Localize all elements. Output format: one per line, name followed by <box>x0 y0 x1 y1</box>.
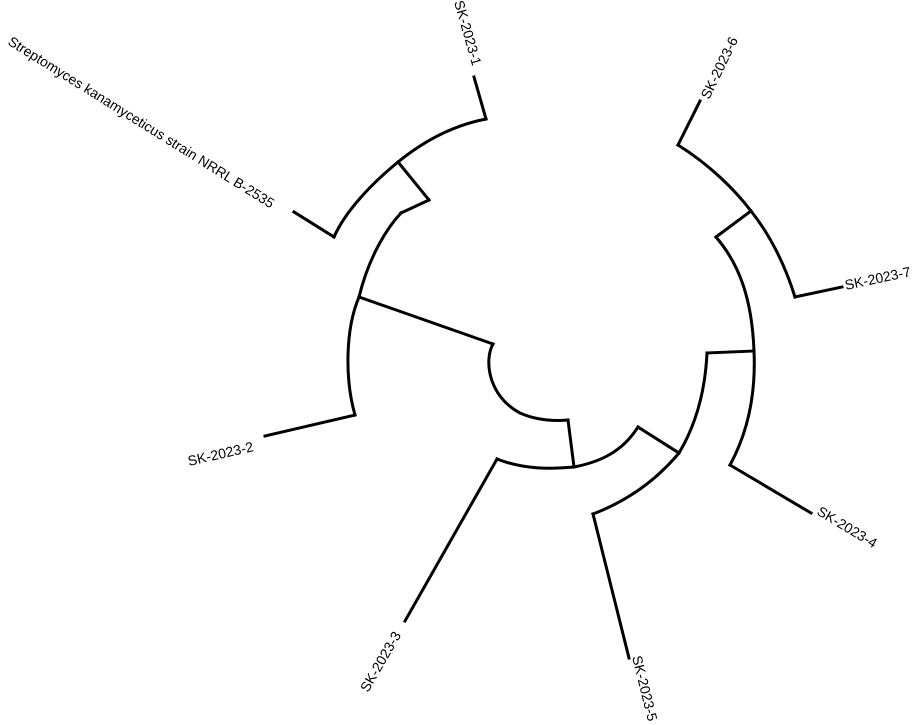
arc-clade-lower-right <box>591 351 709 516</box>
taxon-label-streptomyces: Streptomyces kanamyceticus strain NRRL B… <box>5 33 277 211</box>
tree-terminal-branches <box>263 75 844 660</box>
branch-sk-2023-2 <box>263 413 357 438</box>
taxon-label-sk-2023-7: SK-2023-7 <box>843 263 912 293</box>
branch-sk-2023-3 <box>402 456 500 624</box>
branch-to-clade-right-main <box>705 349 756 355</box>
branch-ref-connector <box>395 159 432 203</box>
taxon-label-sk-2023-1: SK-2023-1 <box>451 0 485 67</box>
taxon-labels: SK-2023-1 Streptomyces kanamyceticus str… <box>5 0 912 723</box>
arc-clade-upper-right <box>675 142 797 299</box>
taxon-label-sk-2023-2: SK-2023-2 <box>186 438 255 469</box>
arc-ref-stem <box>332 159 401 239</box>
tree-internal-branches <box>332 117 797 516</box>
branch-to-clade-top <box>399 198 431 215</box>
arc-clade-left <box>346 210 404 417</box>
branch-to-clade-lower-right <box>635 424 682 456</box>
taxon-label-sk-2023-5: SK-2023-5 <box>629 654 661 723</box>
root-arc <box>487 341 570 422</box>
arc-clade-right-main <box>713 234 756 468</box>
branch-sk-2023-6 <box>675 98 703 148</box>
taxon-label-sk-2023-4: SK-2023-4 <box>814 503 880 551</box>
arc-clade-top <box>395 117 488 165</box>
branch-sk-2023-4 <box>727 462 814 516</box>
branch-streptomyces-ref <box>291 209 337 240</box>
branch-to-clade-upper-right <box>713 208 754 240</box>
arc-clade-bottom <box>495 424 641 470</box>
branch-sk-2023-7 <box>793 285 844 299</box>
taxon-label-sk-2023-3: SK-2023-3 <box>357 628 404 694</box>
taxon-label-sk-2023-6: SK-2023-6 <box>697 34 741 101</box>
branch-sk-2023-5 <box>591 512 631 660</box>
branch-sk-2023-1 <box>472 75 488 121</box>
branch-to-clade-right <box>566 418 576 469</box>
branch-to-clade-left <box>357 295 495 346</box>
